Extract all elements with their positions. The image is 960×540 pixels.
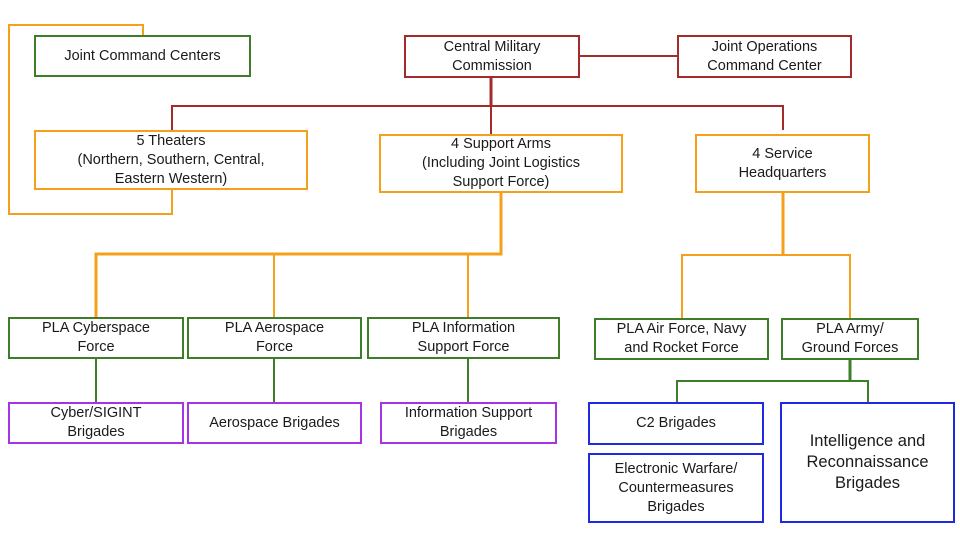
connector-cmc-bus	[171, 105, 784, 130]
node-electronic-warfare-brigades: Electronic Warfare/ Countermeasures Brig…	[588, 453, 764, 523]
node-pla-information-support-force: PLA Information Support Force	[367, 317, 560, 359]
node-joint-command-centers: Joint Command Centers	[34, 35, 251, 77]
node-5-theaters: 5 Theaters (Northern, Southern, Central,…	[34, 130, 308, 190]
node-pla-air-force-navy-rocket-force: PLA Air Force, Navy and Rocket Force	[594, 318, 769, 360]
node-4-support-arms: 4 Support Arms (Including Joint Logistic…	[379, 134, 623, 193]
node-intelligence-reconnaissance-brigades: Intelligence and Reconnaissance Brigades	[780, 402, 955, 523]
connector-theaters-jcc	[8, 24, 173, 215]
node-joint-operations-command-center: Joint Operations Command Center	[677, 35, 852, 78]
node-aerospace-brigades: Aerospace Brigades	[187, 402, 362, 444]
connector-service-hq-bus	[681, 254, 851, 318]
node-c2-brigades: C2 Brigades	[588, 402, 764, 445]
node-pla-army-ground-forces: PLA Army/ Ground Forces	[781, 318, 919, 360]
node-pla-cyberspace-force: PLA Cyberspace Force	[8, 317, 184, 359]
node-central-military-commission: Central Military Commission	[404, 35, 580, 78]
node-pla-aerospace-force: PLA Aerospace Force	[187, 317, 362, 359]
node-4-service-headquarters: 4 Service Headquarters	[695, 134, 870, 193]
connector-army-bus	[676, 380, 869, 402]
node-cyber-sigint-brigades: Cyber/SIGINT Brigades	[8, 402, 184, 444]
connector-support-arms-bus	[94, 192, 503, 318]
node-information-support-brigades: Information Support Brigades	[380, 402, 557, 444]
